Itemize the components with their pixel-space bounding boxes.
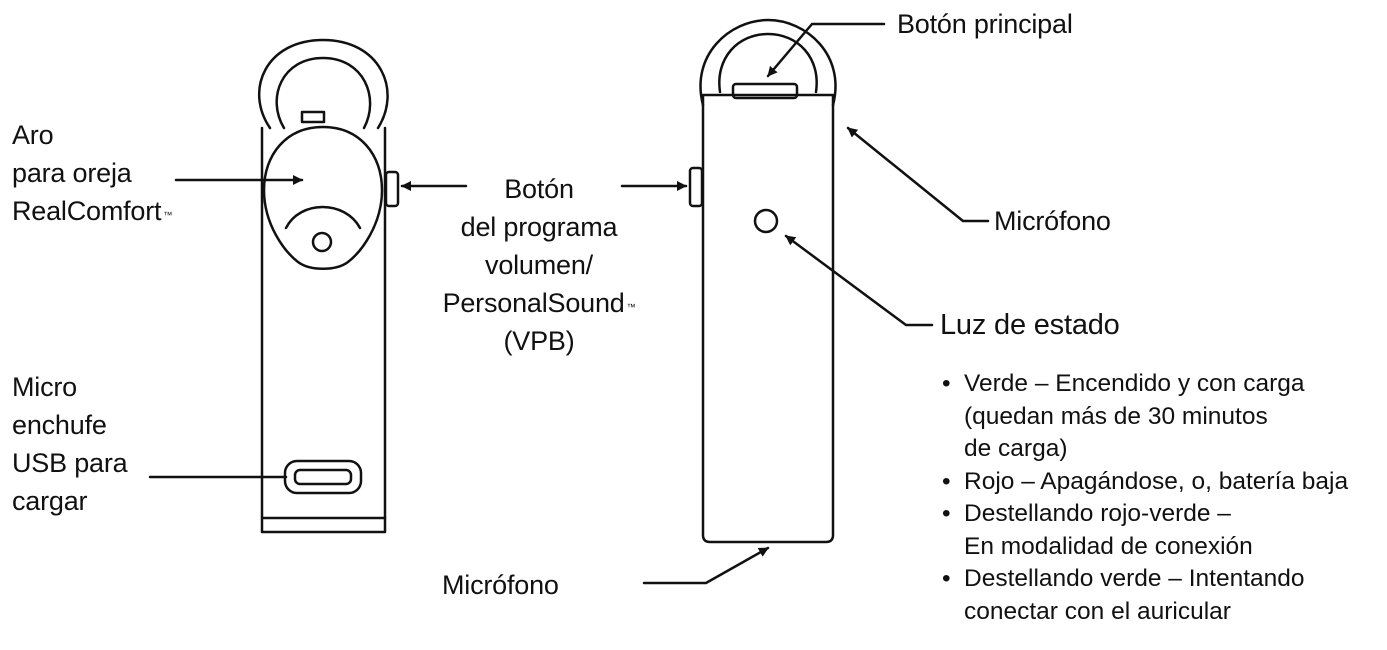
main-button[interactable] — [731, 82, 799, 100]
arrow-mic-bottom — [642, 546, 770, 585]
status-light — [753, 208, 779, 234]
label-microfono-bottom: Micrófono — [442, 570, 559, 600]
vpb-button-left[interactable] — [384, 170, 400, 208]
hook-clip — [300, 110, 326, 124]
label-microfono-top: Micrófono — [994, 206, 1111, 236]
status-item-green-flash: Destellando verde – Intentando conectar … — [938, 563, 1348, 628]
label-micro-usb: Micro enchufe USB para cargar — [12, 372, 128, 516]
ear-gel — [262, 125, 384, 270]
vpb-button-right[interactable] — [688, 166, 704, 208]
label-boton-principal: Botón principal — [897, 9, 1073, 39]
label-vpb: Botón del programa volumen/ PersonalSoun… — [442, 174, 636, 356]
headset-body-right — [701, 93, 835, 544]
arrow-status-light — [784, 234, 934, 327]
label-luz-estado: Luz de estado — [940, 309, 1120, 341]
speaker-port — [311, 231, 333, 253]
headset-front-view — [688, 18, 837, 544]
ear-hook-front — [699, 18, 837, 107]
ear-gel-curve — [284, 205, 362, 230]
headset-back-view — [258, 38, 400, 534]
micro-usb-port[interactable] — [283, 459, 363, 495]
status-item-red: Rojo – Apagándose, o, batería baja — [938, 466, 1348, 499]
status-item-red-green-flash: Destellando rojo-verde – En modalidad de… — [938, 498, 1348, 563]
headset-body-left — [260, 126, 387, 534]
arrow-mic-top — [846, 126, 990, 223]
ear-hook-inner — [275, 56, 372, 130]
status-light-list: Verde – Encendido y con carga (quedan má… — [938, 368, 1348, 628]
ear-hook — [258, 38, 389, 130]
status-item-green: Verde – Encendido y con carga (quedan má… — [938, 368, 1348, 466]
arrow-main-button — [766, 22, 886, 78]
